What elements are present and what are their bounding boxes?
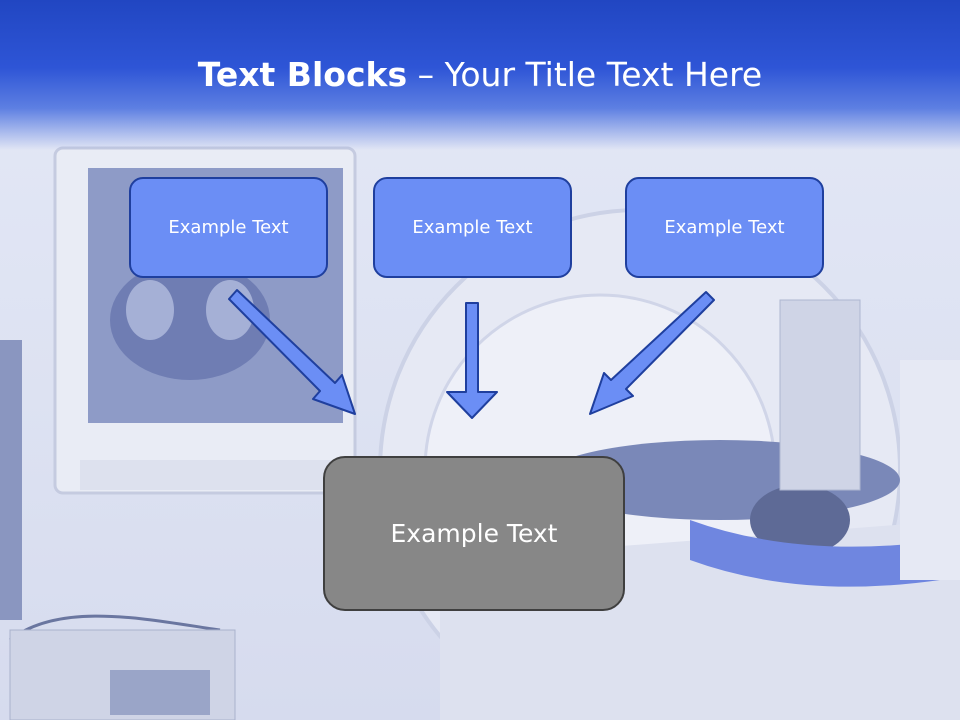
arrow-left-down-right (228, 289, 356, 415)
slide-title: Text Blocks – Your Title Text Here (0, 52, 960, 98)
title-bar (0, 0, 960, 150)
result-block-label: Example Text (390, 519, 558, 548)
text-block-3-label: Example Text (664, 217, 785, 238)
text-block-1[interactable]: Example Text (129, 177, 328, 278)
result-block[interactable]: Example Text (323, 456, 625, 611)
text-block-3[interactable]: Example Text (625, 177, 824, 278)
text-block-2[interactable]: Example Text (373, 177, 572, 278)
arrow-right-down-left (589, 291, 715, 415)
arrow-down (446, 302, 498, 419)
title-bold: Text Blocks (197, 55, 408, 94)
title-separator: – (407, 55, 445, 94)
title-rest: Your Title Text Here (444, 55, 763, 94)
text-block-1-label: Example Text (168, 217, 289, 238)
text-block-2-label: Example Text (412, 217, 533, 238)
